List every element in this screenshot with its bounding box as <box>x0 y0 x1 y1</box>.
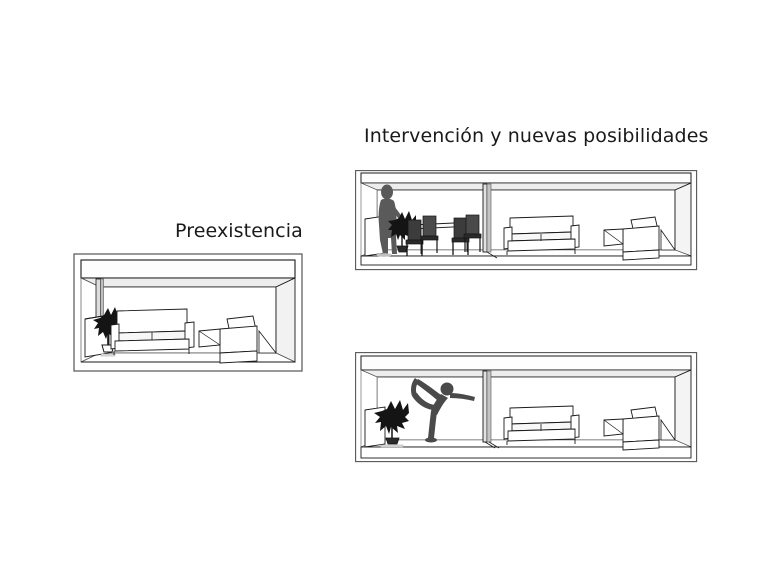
sofa-backrest <box>116 308 188 334</box>
drawing-existing-section <box>73 253 303 373</box>
chair-seat <box>451 237 470 243</box>
armchair-arm-left <box>603 418 624 437</box>
right-wall-return <box>674 369 692 448</box>
armchair-base <box>219 350 258 364</box>
plant-shadow <box>380 444 404 448</box>
plant-foliage <box>374 400 409 434</box>
chair-seat <box>420 235 439 241</box>
existing-section-svg <box>73 253 303 372</box>
ceiling-underside <box>360 369 692 378</box>
chair-back <box>465 214 480 235</box>
partition-floor-joint <box>486 251 498 259</box>
sofa-base <box>114 338 190 352</box>
person-shadow <box>376 253 392 257</box>
partition-floor-joint <box>484 441 496 449</box>
intervention-yoga-svg <box>355 352 698 463</box>
armchair-wall-wedge <box>660 228 676 251</box>
dining-chair <box>463 214 482 252</box>
armchair-wall-wedge <box>258 329 277 354</box>
dining-chairs-icon <box>405 214 482 256</box>
chair-seat <box>405 239 424 245</box>
armchair-arm-left <box>603 228 624 247</box>
drawing-intervention-dining <box>355 170 698 271</box>
person-body <box>378 198 397 254</box>
armchair-body <box>622 225 660 253</box>
sofa-icon <box>110 308 195 355</box>
sofa-icon <box>503 215 580 255</box>
dining-chair <box>420 215 439 253</box>
armchair-icon <box>603 216 676 261</box>
person-head <box>381 184 393 200</box>
armchair-icon <box>603 406 676 451</box>
armchair-wall-wedge <box>660 418 676 441</box>
ceiling-slab-front <box>360 355 692 371</box>
sofa-icon <box>503 405 580 445</box>
dancer-arm-back <box>415 379 441 400</box>
central-partition-shade <box>486 370 492 443</box>
drawing-intervention-yoga <box>355 352 698 463</box>
central-partition <box>482 370 488 443</box>
ceiling-slab-front <box>80 259 296 279</box>
dancer-arm-forward <box>450 393 475 401</box>
armchair-base <box>622 249 660 261</box>
ceiling-slab-front <box>360 172 692 184</box>
sofa-base <box>507 428 576 442</box>
partition-floor-joint-2 <box>488 441 500 449</box>
dancer-raised-thigh <box>412 393 435 410</box>
central-partition-shade <box>486 183 492 253</box>
armchair-arm-diagonal <box>603 229 624 245</box>
dancer-torso <box>431 394 448 415</box>
dining-chair <box>451 217 470 255</box>
dancer-raised-shin <box>411 378 419 396</box>
ceiling-underside <box>360 182 692 191</box>
plant-pot <box>385 437 400 445</box>
floor-slab-front <box>360 446 692 459</box>
armchair-arm-diagonal <box>603 419 624 435</box>
yoga-dancer-icon <box>411 378 475 443</box>
armchair-base <box>622 439 660 451</box>
plant-icon <box>374 400 409 448</box>
dancer-standing-leg <box>428 411 437 438</box>
floor-slab-front <box>360 255 692 266</box>
dancer-head <box>440 382 454 396</box>
sofa-backrest <box>509 215 574 235</box>
right-wall-return <box>275 277 296 363</box>
right-wall-return <box>674 182 692 257</box>
armchair-arm-diagonal <box>198 330 221 346</box>
title-preexistencia: Preexistencia <box>175 220 303 242</box>
ceiling-underside <box>80 277 296 288</box>
dancer-foot <box>425 437 437 443</box>
chair-back <box>422 215 437 237</box>
chair-seat <box>463 233 482 239</box>
armchair-body <box>219 325 258 354</box>
plant-shadow <box>100 353 116 357</box>
person-standing-icon <box>376 184 405 257</box>
intervention-dining-svg <box>355 170 698 271</box>
central-partition <box>482 183 488 253</box>
chair-back <box>407 219 422 241</box>
armchair-body <box>622 415 660 443</box>
sofa-base <box>507 238 576 252</box>
plant-pot <box>396 245 409 253</box>
sofa-backrest <box>509 405 574 425</box>
title-intervencion: Intervención y nuevas posibilidades <box>364 125 709 147</box>
armchair-icon <box>198 315 277 364</box>
